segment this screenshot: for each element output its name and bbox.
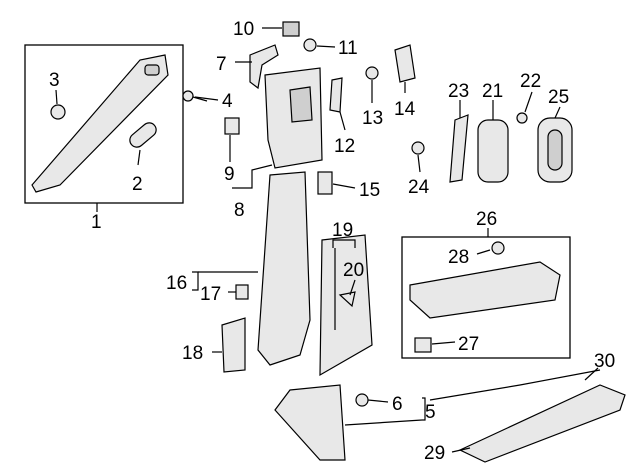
part-23-bracket [449, 114, 469, 183]
callout-labels: 1 2 3 4 5 6 7 8 9 10 11 12 13 14 15 16 1… [49, 19, 615, 464]
part-26-scuff-plate [409, 261, 561, 319]
callout-19: 19 [332, 220, 353, 241]
part-28-screw [491, 241, 505, 255]
callout-13: 13 [362, 108, 383, 129]
group-box-26 [401, 236, 571, 359]
callout-2: 2 [132, 174, 143, 195]
part-15-clip [317, 171, 333, 195]
part-13-clip [365, 66, 379, 80]
callout-4: 4 [222, 91, 233, 112]
callout-15: 15 [359, 180, 380, 201]
part-4-bolt [182, 90, 194, 102]
part-12-bracket [329, 77, 343, 113]
part-a-pillar-slot [144, 64, 160, 76]
callout-3: 3 [49, 70, 60, 91]
group-box-1 [24, 44, 184, 204]
callout-8: 8 [234, 200, 245, 221]
callout-21: 21 [482, 81, 503, 102]
callout-26: 26 [476, 209, 497, 230]
part-16-b-pillar-lower [257, 171, 311, 366]
callout-9: 9 [224, 164, 235, 185]
callout-5: 5 [425, 402, 436, 423]
callout-7: 7 [216, 54, 227, 75]
callout-10: 10 [233, 19, 254, 40]
callout-30: 30 [594, 351, 615, 372]
part-19-trim [319, 234, 373, 377]
callout-12: 12 [334, 136, 355, 157]
part-3-clip [50, 104, 66, 120]
part-2-grommet [129, 122, 157, 148]
callout-22: 22 [520, 71, 541, 92]
callout-18: 18 [182, 343, 203, 364]
part-29-sill-trim [458, 384, 626, 463]
callout-14: 14 [394, 99, 416, 120]
part-9-clip [224, 117, 240, 135]
part-7-bracket [249, 44, 279, 90]
part-27-clip [414, 337, 432, 353]
part-18-trim [221, 317, 246, 373]
part-a-pillar-trim [31, 54, 169, 193]
part-6-nut [355, 393, 369, 407]
leader-lines [55, 27, 599, 453]
part-8-vent [289, 86, 313, 123]
callout-1: 1 [91, 212, 102, 233]
part-30-cable [429, 369, 601, 401]
part-14-clip [394, 44, 416, 83]
callout-17: 17 [200, 284, 221, 305]
callout-23: 23 [448, 81, 469, 102]
part-10-clip [282, 21, 300, 37]
callout-6: 6 [392, 394, 403, 415]
callout-11: 11 [338, 38, 358, 59]
callout-20: 20 [343, 260, 364, 281]
callout-16: 16 [166, 273, 187, 294]
callout-25: 25 [548, 87, 569, 108]
callout-29: 29 [424, 443, 445, 464]
part-5-grille-panel [274, 384, 346, 461]
callout-24: 24 [408, 177, 430, 198]
callout-27: 27 [458, 334, 479, 355]
part-25-recess [547, 129, 563, 171]
part-22-screw [516, 112, 528, 124]
callout-28: 28 [448, 247, 469, 268]
part-11-bolt [303, 38, 317, 52]
part-20-clip [338, 291, 356, 308]
part-24-bolt [411, 141, 425, 155]
part-17-clip [235, 284, 249, 300]
part-21-handle [477, 119, 509, 183]
